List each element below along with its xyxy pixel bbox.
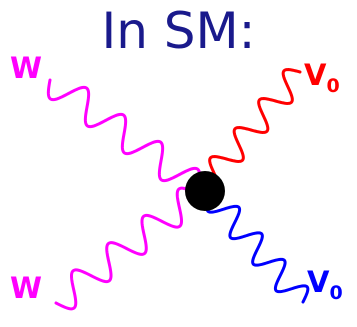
interaction-vertex bbox=[185, 171, 225, 211]
v0-label-bottom: V0 bbox=[307, 265, 343, 304]
v0-boson-line-bottom bbox=[205, 194, 310, 304]
w-label-bottom-text: W bbox=[10, 271, 42, 305]
w-label-top-text: W bbox=[10, 51, 42, 85]
w-label-top: W bbox=[10, 52, 42, 84]
w-label-bottom: W bbox=[10, 272, 42, 304]
v0-label-bottom-main: V bbox=[307, 265, 330, 299]
w-boson-line-bottom bbox=[54, 186, 199, 311]
w-boson-line-top bbox=[46, 78, 202, 190]
diagram-title: In SM: bbox=[101, 2, 256, 60]
v0-label-bottom-subscript: 0 bbox=[329, 282, 343, 304]
v0-boson-line-top bbox=[200, 68, 302, 192]
v0-label-top-subscript: 0 bbox=[326, 75, 340, 97]
v0-label-top-main: V bbox=[304, 58, 327, 92]
v0-label-top: V0 bbox=[304, 58, 340, 97]
